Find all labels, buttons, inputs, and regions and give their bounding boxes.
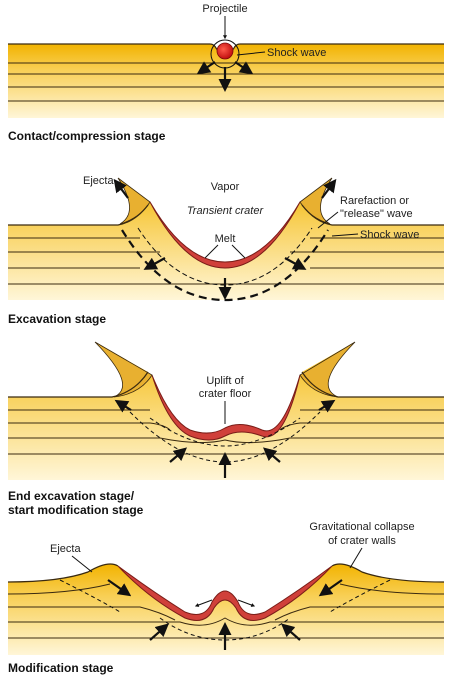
stage2-title: Excavation stage <box>8 312 106 326</box>
projectile-label: Projectile <box>202 3 247 15</box>
shockwave-label: Shock wave <box>360 229 419 241</box>
collapse-leader <box>350 548 362 568</box>
uplift-label-line2: crater floor <box>199 388 252 400</box>
ejecta-leader <box>72 556 92 572</box>
stage-modification: Ejecta Gravitational collapse of crater … <box>8 521 444 675</box>
collapse-label-line1: Gravitational collapse <box>309 521 414 533</box>
stage1-title: Contact/compression stage <box>8 129 166 143</box>
ejecta-label: Ejecta <box>83 175 114 187</box>
shockwave-label: Shock wave <box>267 47 326 59</box>
stage-end-excavation: Uplift of crater floor End excavation st… <box>8 342 444 517</box>
stage3-title-line2: start modification stage <box>8 503 144 517</box>
vapor-label: Vapor <box>211 181 240 193</box>
melt-label: Melt <box>215 233 236 245</box>
melt-leader <box>205 245 218 258</box>
projectile <box>217 43 233 59</box>
rarefaction-label-line1: Rarefaction or <box>340 195 409 207</box>
stage4-title: Modification stage <box>8 661 114 675</box>
stage-contact-compression: Projectile Shock wave Contact/compressio… <box>8 3 444 143</box>
transient-crater-label: Transient crater <box>187 205 265 217</box>
rarefaction-label-line2: "release" wave <box>340 208 413 220</box>
uplift-label-line1: Uplift of <box>206 375 244 387</box>
stage3-title-line1: End excavation stage/ <box>8 489 135 503</box>
melt-leader <box>232 245 245 258</box>
collapse-label-line2: of crater walls <box>328 535 396 547</box>
stage-excavation: Ejecta Vapor Transient crater Melt Raref… <box>8 175 444 326</box>
ejecta-label: Ejecta <box>50 543 81 555</box>
